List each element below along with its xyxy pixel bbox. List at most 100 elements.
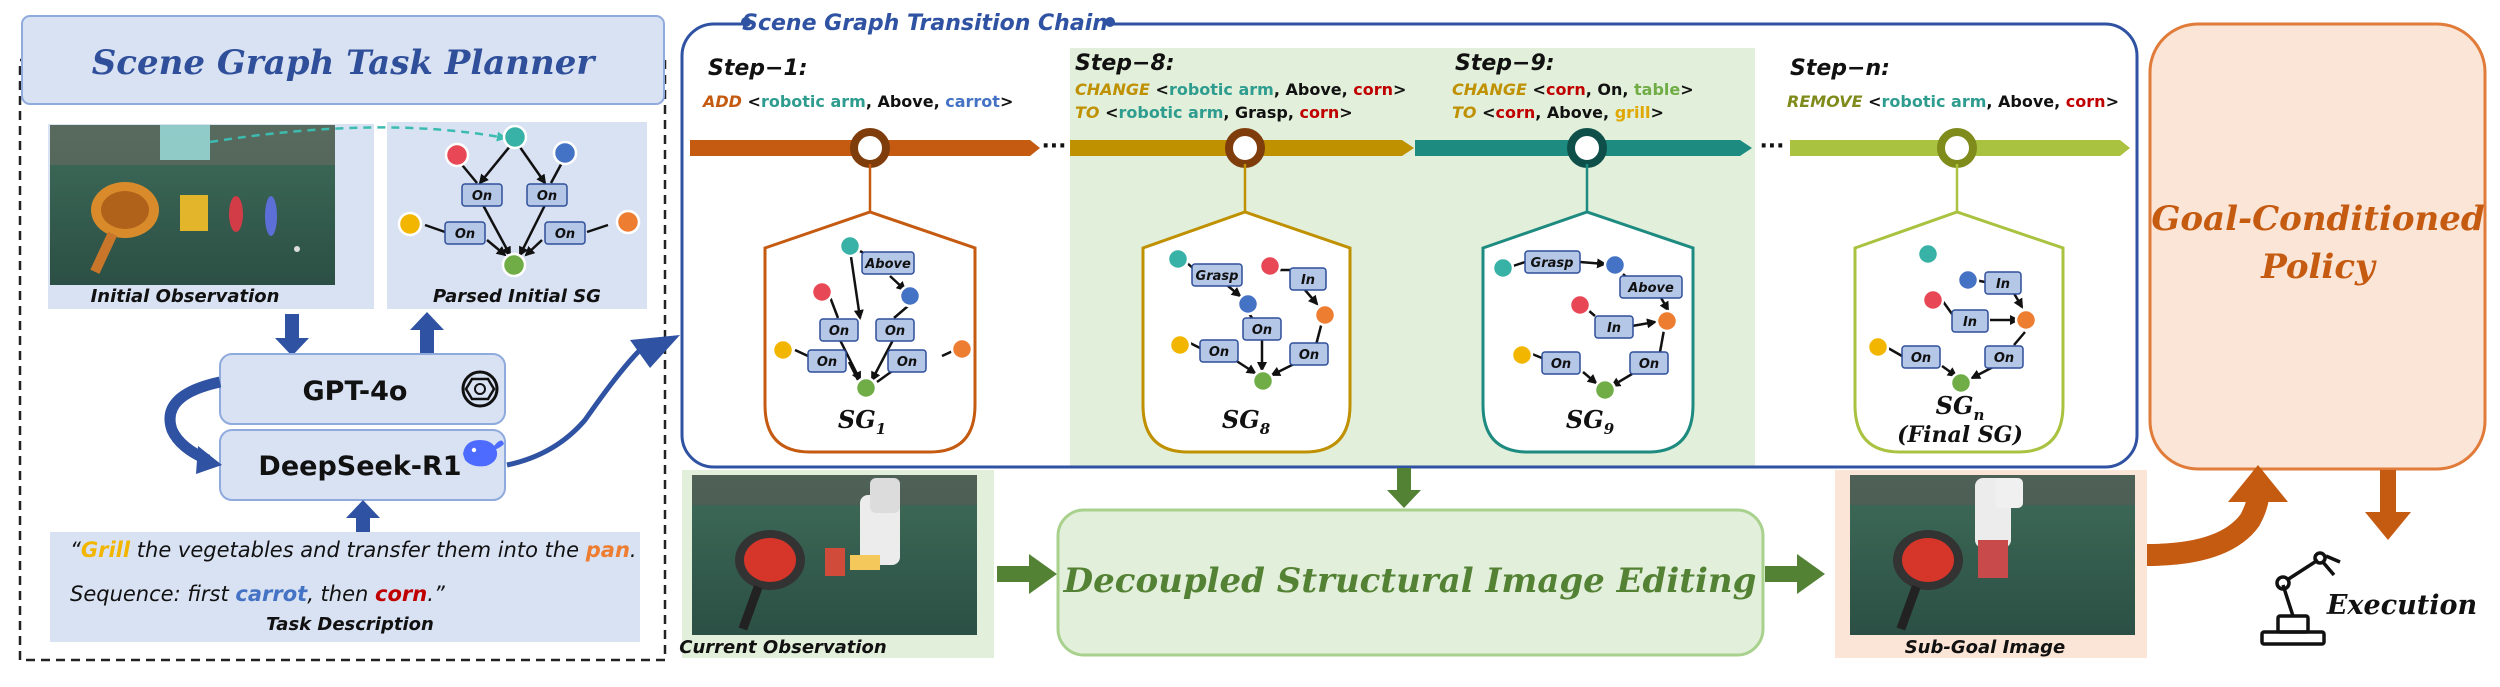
svg-text:On: On	[537, 189, 557, 204]
robot-to-node-pointer	[209, 126, 507, 144]
observation-to-editing-arrow	[997, 554, 1057, 594]
graph-node	[950, 337, 974, 361]
deepseek-whale-icon	[463, 440, 504, 467]
relation-box: On	[461, 183, 503, 207]
chain-to-editing-arrow	[1387, 468, 1421, 508]
relation-box: On	[1984, 345, 2024, 369]
svg-text:On: On	[555, 227, 575, 242]
planner-to-chain-arrow-head	[630, 335, 680, 368]
scene-graph-1: Above On On On On	[771, 234, 974, 400]
editing-box	[1056, 508, 1765, 657]
step-1: Step−1: ADD <robotic arm, Above, carrot>…	[701, 56, 1013, 454]
graph-note: (Final SG)	[1897, 422, 2023, 448]
initial-observation-caption: Initial Observation	[91, 286, 280, 307]
svg-text:On: On	[817, 355, 837, 370]
subgoal-image-caption: Sub-Goal Image	[1905, 637, 2066, 658]
graph-node	[552, 140, 578, 166]
relation-box: On	[819, 318, 859, 342]
task-description-caption: Task Description	[266, 614, 434, 635]
chain-title: Scene Graph Transition Chain	[742, 11, 1108, 36]
gpt-4o-label: GPT-4o	[303, 376, 408, 407]
timeline-ellipsis: ···	[1759, 134, 1784, 159]
scene-graph-9: Grasp Above In On On	[1491, 250, 1683, 402]
graph-label: SG1	[838, 405, 886, 438]
graph-node	[1313, 303, 1337, 327]
svg-text:In: In	[1607, 321, 1621, 336]
step-op-line: ADD <robotic arm, Above, carrot>	[701, 92, 1013, 111]
graph-node	[1866, 335, 1890, 359]
graph-node	[1956, 268, 1980, 292]
deepseek-r1-label: DeepSeek-R1	[258, 451, 461, 482]
bottom-row: Current Observation Decoupled Structural…	[679, 470, 2147, 658]
relation-box: In	[1594, 315, 1634, 339]
planner-panel: Scene Graph Task Planner Initial Observa…	[18, 15, 667, 662]
relation-box: On	[544, 221, 586, 245]
cycle-arrow	[164, 376, 222, 466]
current-observation-caption: Current Observation	[679, 637, 887, 658]
graph-node	[444, 142, 470, 168]
initial-observation-image	[50, 125, 335, 285]
relation-box: On	[875, 318, 915, 342]
subgoal-to-policy-arrow	[2146, 494, 2269, 566]
relation-box: On	[887, 349, 927, 373]
graph-node	[1568, 293, 1592, 317]
chain-border	[680, 22, 2139, 469]
graph-node	[838, 234, 862, 258]
parsed-initial-sg-box	[387, 122, 647, 309]
svg-text:Above: Above	[864, 257, 911, 272]
svg-text:On: On	[1551, 357, 1571, 372]
step-heading: Step−8:	[1075, 51, 1175, 76]
svg-text:On: On	[1252, 323, 1272, 338]
graph-capsule	[763, 210, 977, 454]
relation-box: On	[526, 183, 568, 207]
relation-box: On	[444, 221, 486, 245]
up-arrow-task	[346, 500, 380, 532]
current-observation-image	[692, 475, 977, 635]
robot-arm-icon	[2260, 551, 2341, 646]
graph-node	[1236, 292, 1260, 316]
scene-graph-8: Grasp In On On On	[1166, 247, 1337, 393]
relation-box: On	[1242, 317, 1282, 341]
graph-node	[1921, 288, 1945, 312]
timeline-marker	[1937, 128, 1977, 168]
svg-text:On: On	[1209, 345, 1229, 360]
svg-text:Above: Above	[1627, 281, 1674, 296]
svg-text:On: On	[1994, 351, 2014, 366]
relation-box: On	[1289, 342, 1329, 366]
gpt-4o-box	[219, 353, 506, 425]
step-8: Step−8: CHANGE <robotic arm, Above, corn…	[1075, 51, 1406, 454]
scene-graph-n: In In On On	[1866, 242, 2038, 395]
transition-chain: Scene Graph Transition Chain ··· ··· Ste…	[680, 8, 2139, 469]
chain-title-dot	[741, 17, 751, 27]
graph-node	[771, 338, 795, 362]
step-op-line: CHANGE <corn, On, table>	[1452, 80, 1694, 99]
svg-text:On: On	[885, 324, 905, 339]
relation-box: Above	[1619, 275, 1683, 299]
svg-text:On: On	[472, 189, 492, 204]
relation-box: On	[1199, 339, 1239, 363]
editing-label: Decoupled Structural Image Editing	[1063, 561, 1757, 601]
graph-node	[1949, 371, 1973, 395]
editing-to-subgoal-arrow	[1765, 554, 1825, 594]
openai-logo-icon	[461, 370, 499, 408]
task-description-box	[50, 532, 640, 642]
policy-to-execution-arrow-head	[2365, 512, 2411, 540]
up-arrow	[410, 312, 444, 354]
svg-text:Grasp: Grasp	[1196, 269, 1239, 284]
relation-box: On	[1901, 345, 1941, 369]
relation-box: On	[807, 349, 847, 373]
svg-text:On: On	[897, 355, 917, 370]
step-op-line: TO <robotic arm, Grasp, corn>	[1075, 103, 1353, 122]
graph-label: SG9	[1566, 405, 1615, 438]
svg-text:On: On	[1911, 351, 1931, 366]
graph-node	[1593, 378, 1617, 402]
svg-text:On: On	[1639, 357, 1659, 372]
graph-node	[1258, 254, 1282, 278]
execution-label: Execution	[2326, 590, 2477, 621]
graph-node	[501, 252, 527, 278]
graph-node	[898, 284, 922, 308]
planner-title-box	[21, 15, 665, 105]
step-heading: Step−9:	[1455, 51, 1555, 76]
policy-panel: Goal-Conditioned Policy Execution	[2146, 22, 2487, 646]
policy-label-line1: Goal-Conditioned	[2151, 199, 2485, 239]
